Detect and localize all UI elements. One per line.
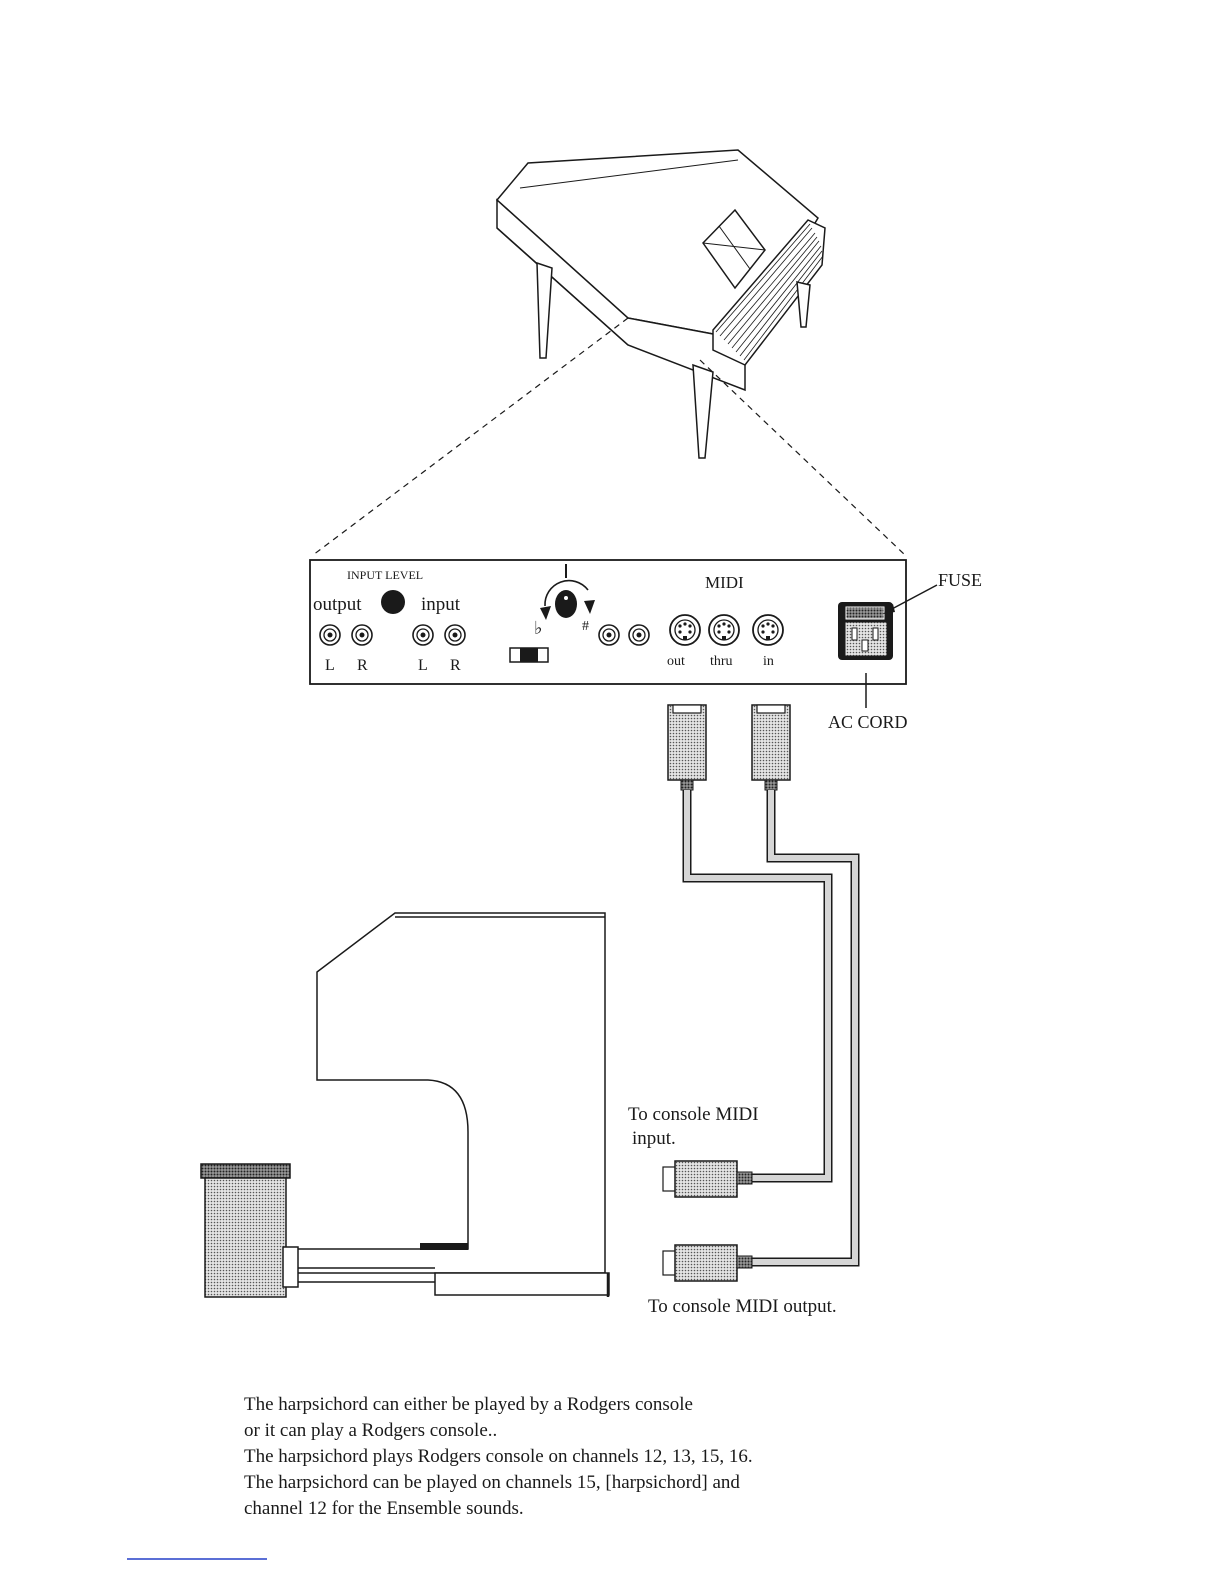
- midi-out-port[interactable]: [669, 614, 701, 646]
- to-console-input-label: To console MIDI: [628, 1104, 759, 1125]
- transpose-flat-label: ♭: [534, 618, 543, 638]
- jack-label: L: [325, 657, 335, 674]
- footer-rule: [127, 1558, 267, 1560]
- slide-switch[interactable]: [509, 647, 549, 663]
- ac-cord-label: AC CORD: [828, 712, 908, 732]
- midi-thru-port[interactable]: [708, 614, 740, 646]
- console-midi-output-plug: [662, 1244, 753, 1282]
- ac-cord-callout: AC CORD: [828, 673, 908, 732]
- output-label: output: [313, 594, 362, 615]
- caption-line: The harpsichord plays Rodgers console on…: [244, 1446, 753, 1467]
- to-console-input-label: input.: [632, 1128, 676, 1149]
- fuse-callout: FUSE: [883, 570, 982, 614]
- midi-cable-a: [667, 704, 833, 1183]
- rear-panel: INPUT LEVEL output input L R L R ♭ #: [309, 559, 907, 685]
- extra-jack[interactable]: [628, 624, 650, 646]
- jack-label: R: [357, 657, 368, 674]
- jack-label: R: [450, 657, 461, 674]
- power-inlet[interactable]: [838, 602, 893, 660]
- keyboard-keys: [715, 223, 824, 361]
- caption-line: channel 12 for the Ensemble sounds.: [244, 1498, 524, 1519]
- input-jack-right[interactable]: [444, 624, 466, 646]
- input-level-knob[interactable]: [381, 590, 405, 614]
- transpose-control[interactable]: [540, 564, 595, 620]
- caption: The harpsichord can either be played by …: [244, 1392, 944, 1522]
- midi-port-label: thru: [710, 654, 733, 669]
- extra-jack[interactable]: [598, 624, 620, 646]
- organ-console-illustration: [200, 912, 610, 1298]
- projection-lines: [312, 317, 906, 556]
- midi-cable-b: [751, 704, 860, 1267]
- fuse-label: FUSE: [938, 570, 982, 590]
- midi-port-label: out: [667, 654, 685, 669]
- jack-label: L: [418, 657, 428, 674]
- output-jack-left[interactable]: [319, 624, 341, 646]
- transpose-sharp-label: #: [582, 619, 589, 634]
- harpsichord-illustration: [495, 149, 826, 459]
- midi-label: MIDI: [705, 573, 744, 592]
- input-level-label: INPUT LEVEL: [347, 568, 423, 582]
- caption-line: The harpsichord can either be played by …: [244, 1394, 693, 1415]
- input-jack-left[interactable]: [412, 624, 434, 646]
- to-console-output-label: To console MIDI output.: [648, 1296, 837, 1317]
- console-midi-input-plug: [662, 1160, 753, 1198]
- input-label: input: [421, 594, 461, 615]
- output-jack-right[interactable]: [351, 624, 373, 646]
- caption-line: or it can play a Rodgers console..: [244, 1420, 498, 1441]
- caption-line: The harpsichord can be played on channel…: [244, 1472, 740, 1493]
- midi-port-label: in: [763, 654, 774, 669]
- midi-in-port[interactable]: [752, 614, 784, 646]
